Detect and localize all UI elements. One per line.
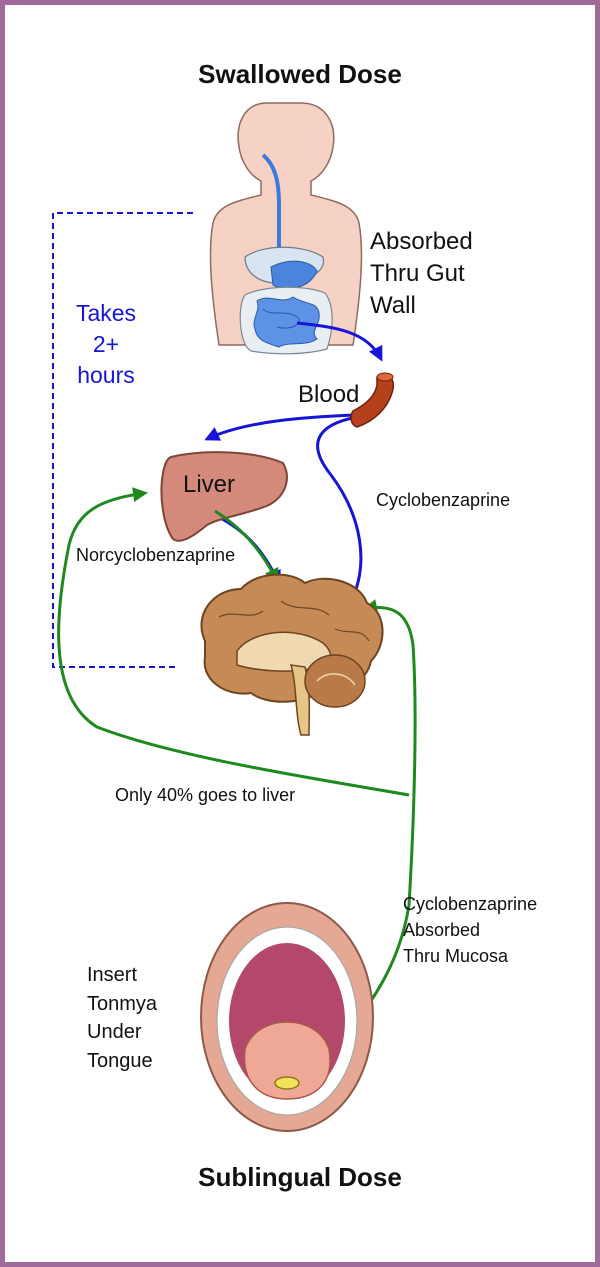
- blood-vessel-icon: [350, 372, 395, 428]
- absorbed-thru-gut-label: Absorbed Thru Gut Wall: [370, 228, 473, 319]
- takes-hours-label: Takes 2+ hours: [75, 300, 137, 388]
- liver-to-brain-green-arrow: [214, 509, 279, 584]
- cyclobenzaprine-label: Cyclobenzaprine: [376, 490, 511, 510]
- blood-to-liver-arrow: [204, 413, 356, 441]
- mucosa-to-liver-arrow: [57, 487, 410, 797]
- liver-illustration: [160, 451, 288, 542]
- brain-illustration: [200, 573, 384, 736]
- absorbed-thru-mucosa-label: Cyclobenzaprine Absorbed Thru Mucosa: [403, 894, 538, 966]
- tablet-icon: [274, 1076, 300, 1090]
- liver-label: Liver: [183, 471, 236, 498]
- human-torso-digestive-illustration: [209, 102, 363, 355]
- only-40-percent-label: Only 40% goes to liver: [115, 785, 296, 805]
- dashed-timeline-bracket: [52, 212, 193, 668]
- diagram-graphics: [52, 102, 417, 1132]
- blood-label: Blood: [298, 381, 360, 408]
- insert-tonmya-label: Insert Tonmya Under Tongue: [87, 964, 158, 1072]
- norcyclobenzaprine-label: Norcyclobenzaprine: [76, 545, 236, 565]
- blood-to-brain-arrow: [316, 415, 363, 608]
- open-mouth-illustration: [200, 902, 374, 1132]
- gut-to-blood-arrow: [296, 321, 383, 362]
- sublingual-dose-title: Sublingual Dose: [198, 1162, 402, 1192]
- swallowed-dose-title: Swallowed Dose: [198, 59, 402, 89]
